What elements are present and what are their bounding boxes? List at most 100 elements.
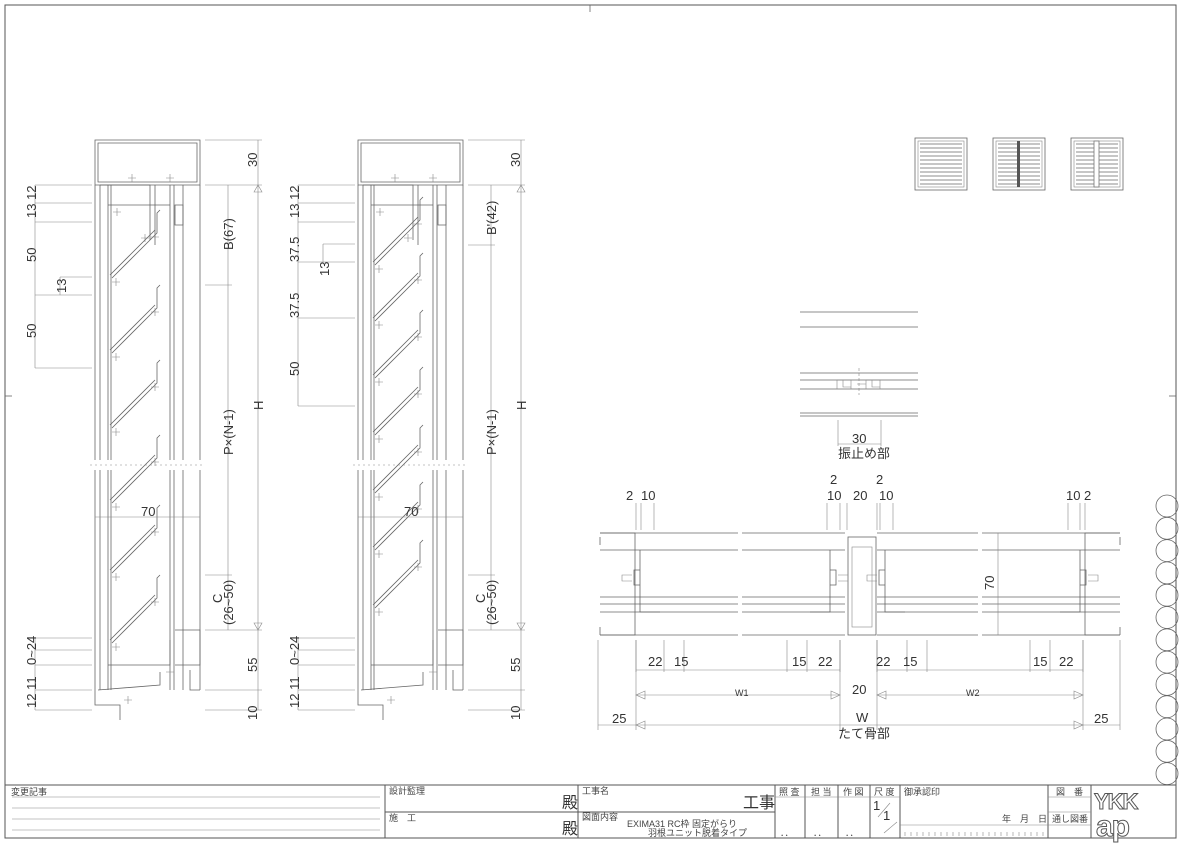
in-charge-label: 担 当 xyxy=(811,786,832,797)
screw-mark xyxy=(414,333,422,341)
screw-mark xyxy=(151,383,159,391)
louver-blade xyxy=(372,309,424,379)
dim-10: 10 xyxy=(245,706,260,720)
drawing-number-label: 図 番 xyxy=(1056,786,1083,797)
dim-2: 2 xyxy=(626,488,633,503)
drawing-content-label: 図面内容 xyxy=(582,811,618,822)
thumbnail-inner xyxy=(917,140,965,188)
dim-25-right: 25 xyxy=(1094,711,1108,726)
construction-label: 施 工 xyxy=(389,812,416,823)
title-block: 変更記事 設計監理 施 工 殿 殿 工事名 工事 図面内容 EXIMA31 RC… xyxy=(4,784,1176,839)
dim-pitch: P×(N-1) xyxy=(221,409,236,455)
louver-blade xyxy=(109,209,161,279)
screw-mark xyxy=(124,696,132,704)
dim-2: 2 xyxy=(876,472,883,487)
dim-50: 50 xyxy=(287,362,302,376)
dim-c: C xyxy=(473,594,488,603)
louver-type-thumbnails xyxy=(914,137,1124,191)
check-dots: ．． xyxy=(780,828,794,838)
dim-30: 30 xyxy=(245,153,260,167)
drawing-border xyxy=(4,4,1177,839)
louver-blade xyxy=(109,434,161,504)
screw-mark xyxy=(112,353,120,361)
screw-mark xyxy=(166,174,174,182)
project-name-label: 工事名 xyxy=(582,785,609,796)
dim-h: H xyxy=(514,401,529,410)
bracket-profile xyxy=(878,550,905,613)
screw-mark xyxy=(376,208,384,216)
screw-mark xyxy=(414,563,422,571)
bolt xyxy=(1088,574,1099,582)
louver-blade xyxy=(372,539,424,609)
dim-55: 55 xyxy=(245,658,260,672)
screw-mark xyxy=(375,378,383,386)
scale-denominator: 1 xyxy=(883,808,890,823)
reference-circle xyxy=(1155,561,1179,585)
reference-circle xyxy=(1155,739,1179,763)
sill-profile xyxy=(357,629,464,720)
screw-mark xyxy=(151,458,159,466)
dim-13-12: 13 12 xyxy=(287,185,302,218)
dim-15: 15 xyxy=(792,654,806,669)
louver-thumbnail xyxy=(914,137,968,191)
screw-mark xyxy=(414,448,422,456)
screw-mark xyxy=(414,390,422,398)
dim-b: B'(42) xyxy=(484,201,499,235)
screw-mark xyxy=(112,428,120,436)
mullion xyxy=(847,536,877,636)
bolt xyxy=(621,574,632,582)
dim-25-left: 25 xyxy=(612,711,626,726)
bracket-profile xyxy=(810,550,837,613)
bolt xyxy=(838,574,849,582)
drafting-label: 作 図 xyxy=(843,786,864,797)
dim-37-5: 37.5 xyxy=(287,237,302,262)
bolt xyxy=(866,574,877,582)
vibration-stop-detail: 30 振止め部 xyxy=(800,311,918,461)
dim-10: 10 xyxy=(827,488,841,503)
reference-circle xyxy=(1155,516,1179,540)
dim-10: 10 xyxy=(879,488,893,503)
dim-50: 50 xyxy=(24,324,39,338)
louver-thumbnail xyxy=(1070,137,1124,191)
dim-0-24: 0~24 xyxy=(287,636,302,665)
dim-70: 70 xyxy=(141,504,155,519)
side-frame xyxy=(599,532,1121,636)
screw-mark xyxy=(429,668,437,676)
louver-blade xyxy=(372,252,424,322)
dim-b: B(67) xyxy=(221,218,236,250)
dim-15: 15 xyxy=(903,654,917,669)
dim-22: 22 xyxy=(1059,654,1073,669)
elevation-1-labels: 13 12 50 13 50 0~24 12 11 30 B(67) P×(N-… xyxy=(24,153,266,720)
project-suffix: 工事 xyxy=(743,794,775,812)
screw-mark xyxy=(375,265,383,273)
bracket-profile xyxy=(1060,550,1087,613)
svg-text:ap: ap xyxy=(1096,810,1130,843)
honorific-2: 殿 xyxy=(562,820,578,838)
approval-label: 御承認印 xyxy=(904,786,940,797)
screw-mark xyxy=(404,234,412,242)
dim-w: W xyxy=(856,710,869,725)
dim-70: 70 xyxy=(982,576,997,590)
screw-mark xyxy=(166,668,174,676)
elevation-2-labels: 13 12 37.5 13 37.5 50 0~24 12 11 30 B'(4… xyxy=(287,153,529,720)
louver-blade xyxy=(372,196,424,266)
dim-c-range: (26~50) xyxy=(484,580,499,625)
screw-mark xyxy=(414,220,422,228)
thumbnail-mullion xyxy=(1017,141,1020,187)
dim-pitch: P×(N-1) xyxy=(484,409,499,455)
reference-circle xyxy=(1155,650,1179,674)
dim-2: 2 xyxy=(1084,488,1091,503)
reference-circle xyxy=(1155,717,1179,741)
screw-mark xyxy=(429,174,437,182)
screw-mark xyxy=(387,696,395,704)
elevation-section-2 xyxy=(297,139,526,720)
ykk-ap-logo: YKK ap xyxy=(1094,789,1141,843)
plan-section-labels: 2 10 10 20 2 2 10 10 2 22 15 15 22 22 15… xyxy=(612,472,1108,741)
dim-13: 13 xyxy=(54,279,69,293)
scale-label: 尺 度 xyxy=(874,786,895,797)
screw-mark xyxy=(112,503,120,511)
revisions-label: 変更記事 xyxy=(11,786,47,797)
screw-mark xyxy=(151,308,159,316)
screw-mark xyxy=(151,528,159,536)
dim-w1: W1 xyxy=(735,688,749,698)
